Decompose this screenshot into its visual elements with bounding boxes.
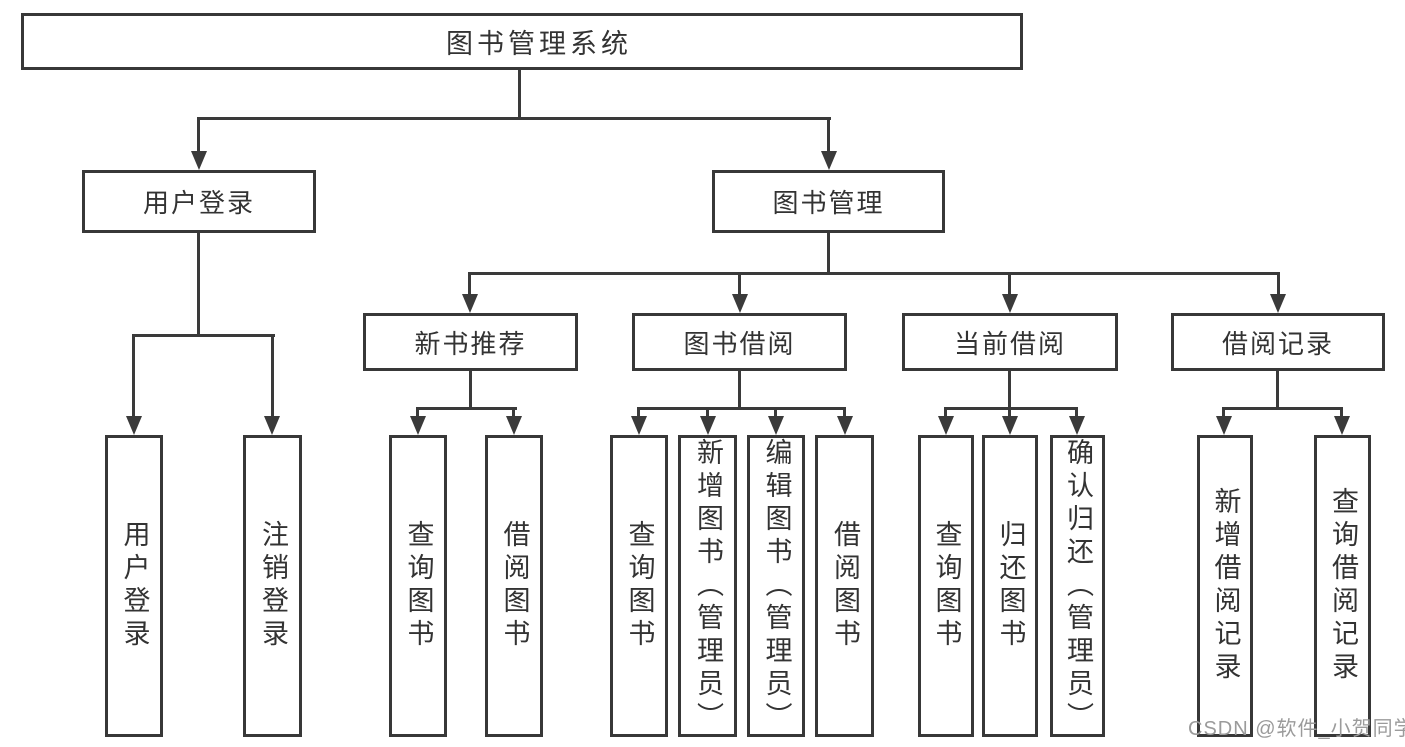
connector bbox=[1222, 407, 1343, 410]
leaf-label: 查询图书 bbox=[624, 520, 655, 652]
arrowhead-icon bbox=[410, 416, 426, 435]
connector bbox=[512, 409, 515, 417]
connector bbox=[469, 371, 472, 409]
node-book-borrow: 图书借阅 bbox=[632, 313, 847, 371]
arrowhead-icon bbox=[1334, 416, 1350, 435]
csdn-watermark: CSDN @软件_小贺同学 bbox=[1188, 718, 1405, 740]
connector bbox=[197, 117, 831, 120]
node-library-management-system: 图书管理系统 bbox=[21, 13, 1023, 70]
connector bbox=[1277, 274, 1280, 295]
leaf-query-books-2: 查询图书 bbox=[610, 435, 668, 737]
connector bbox=[706, 409, 709, 417]
leaf-edit-books-admin: 编辑图书（管理员） bbox=[747, 435, 805, 737]
connector bbox=[1008, 371, 1011, 409]
connector bbox=[416, 409, 419, 417]
leaf-label: 新增借阅记录 bbox=[1210, 487, 1241, 685]
node-borrow-records: 借阅记录 bbox=[1171, 313, 1385, 371]
arrowhead-icon bbox=[821, 151, 837, 170]
connector bbox=[271, 336, 274, 417]
arrowhead-icon bbox=[1002, 294, 1018, 313]
arrowhead-icon bbox=[506, 416, 522, 435]
connector bbox=[1340, 409, 1343, 417]
leaf-query-books-3: 查询图书 bbox=[918, 435, 974, 737]
leaf-add-borrow-record: 新增借阅记录 bbox=[1197, 435, 1253, 737]
connector bbox=[1008, 409, 1011, 417]
connector bbox=[1276, 371, 1279, 409]
node-current-borrow: 当前借阅 bbox=[902, 313, 1118, 371]
leaf-query-borrow-record: 查询借阅记录 bbox=[1314, 435, 1371, 737]
node-user-login: 用户登录 bbox=[82, 170, 316, 233]
connector bbox=[827, 233, 830, 274]
connector bbox=[944, 409, 947, 417]
leaf-user-login: 用户登录 bbox=[105, 435, 163, 737]
leaf-label: 确认归还（管理员） bbox=[1063, 438, 1093, 735]
connector bbox=[132, 336, 135, 417]
connector bbox=[944, 407, 1078, 410]
leaf-label: 查询图书 bbox=[931, 520, 962, 652]
leaf-label: 归还图书 bbox=[995, 520, 1026, 652]
arrowhead-icon bbox=[1069, 416, 1085, 435]
connector bbox=[637, 407, 846, 410]
connector bbox=[197, 119, 200, 152]
arrowhead-icon bbox=[1270, 294, 1286, 313]
arrowhead-icon bbox=[700, 416, 716, 435]
leaf-logout: 注销登录 bbox=[243, 435, 302, 737]
leaf-label: 注销登录 bbox=[258, 520, 288, 652]
leaf-label: 查询借阅记录 bbox=[1328, 487, 1358, 685]
arrowhead-icon bbox=[732, 294, 748, 313]
connector bbox=[738, 274, 741, 295]
leaf-add-books-admin: 新增图书（管理员） bbox=[678, 435, 737, 737]
leaf-label: 借阅图书 bbox=[830, 520, 860, 652]
arrowhead-icon bbox=[264, 416, 280, 435]
leaf-label: 用户登录 bbox=[119, 520, 150, 652]
leaf-return-books: 归还图书 bbox=[982, 435, 1038, 737]
connector bbox=[132, 334, 275, 337]
arrowhead-icon bbox=[768, 416, 784, 435]
connector bbox=[1075, 409, 1078, 417]
arrowhead-icon bbox=[938, 416, 954, 435]
connector bbox=[1222, 409, 1225, 417]
connector bbox=[637, 409, 640, 417]
leaf-label: 查询图书 bbox=[403, 520, 434, 652]
arrowhead-icon bbox=[462, 294, 478, 313]
node-book-management: 图书管理 bbox=[712, 170, 945, 233]
connector bbox=[843, 409, 846, 417]
leaf-query-books-1: 查询图书 bbox=[389, 435, 447, 737]
arrowhead-icon bbox=[631, 416, 647, 435]
connector bbox=[518, 70, 521, 119]
arrowhead-icon bbox=[1002, 416, 1018, 435]
connector bbox=[1008, 274, 1011, 295]
leaf-borrow-books-2: 借阅图书 bbox=[815, 435, 874, 737]
connector bbox=[738, 371, 741, 409]
connector bbox=[827, 119, 830, 152]
arrowhead-icon bbox=[126, 416, 142, 435]
leaf-label: 借阅图书 bbox=[499, 520, 530, 652]
arrowhead-icon bbox=[191, 151, 207, 170]
leaf-borrow-books-1: 借阅图书 bbox=[485, 435, 543, 737]
node-new-book-recommend: 新书推荐 bbox=[363, 313, 578, 371]
connector bbox=[416, 407, 517, 410]
connector bbox=[468, 274, 471, 295]
leaf-label: 新增图书（管理员） bbox=[693, 438, 723, 735]
leaf-label: 编辑图书（管理员） bbox=[761, 438, 792, 735]
connector bbox=[774, 409, 777, 417]
connector bbox=[468, 272, 1280, 275]
arrowhead-icon bbox=[837, 416, 853, 435]
leaf-confirm-return-admin: 确认归还（管理员） bbox=[1050, 435, 1105, 737]
connector bbox=[197, 233, 200, 336]
arrowhead-icon bbox=[1216, 416, 1232, 435]
